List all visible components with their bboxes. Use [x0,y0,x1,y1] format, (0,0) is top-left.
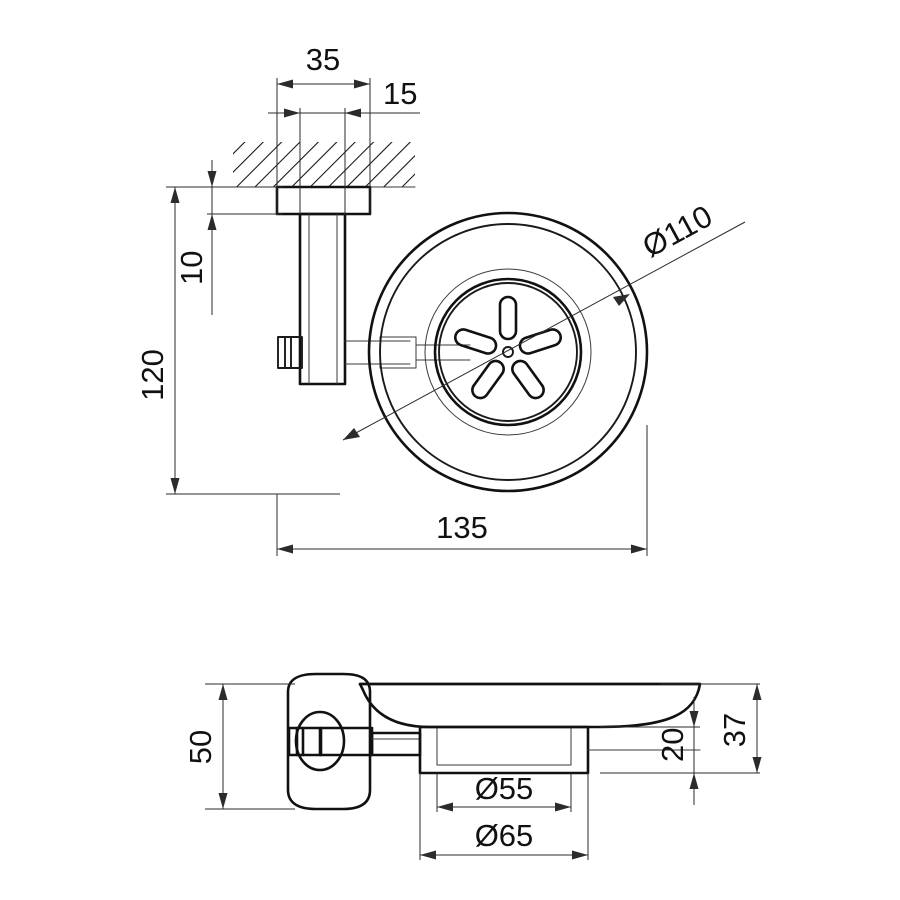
dim-label-120: 120 [135,349,170,401]
side-wall-bracket [286,672,372,811]
dimension-bracket-height-50: 50 [183,683,295,810]
dimension-bracket-width-35: 35 [276,42,371,215]
dim-label-135: 135 [436,510,488,545]
dim-label-15: 15 [383,76,417,111]
dimension-dish-base-height-20: 20 [600,697,760,805]
dim-label-10: 10 [174,251,209,285]
post-left-cap [277,336,303,369]
dim-label-35: 35 [306,42,340,77]
dimension-dish-outer-65: Ø65 [419,773,589,860]
dim-label-diameter-65: Ø65 [475,818,534,853]
dimension-total-height-120: 120 [135,186,340,495]
wall-section [232,142,416,188]
vertical-post [298,212,347,386]
front-view: 35 15 10 120 [135,42,746,556]
dimension-total-depth-135: 135 [276,425,648,556]
dimension-dish-inner-55: Ø55 [436,771,572,812]
dish-inner-plate [424,268,592,436]
dim-label-diameter-55: Ø55 [475,771,534,806]
dimension-flange-thickness-10: 10 [174,160,283,315]
dim-label-20: 20 [655,728,690,762]
side-view: 50 Ø55 Ø65 20 [183,672,762,860]
dish-outer-rings [367,211,649,493]
side-bracket-knuckle [287,710,374,772]
dim-label-50: 50 [183,730,218,764]
dim-label-37: 37 [717,713,752,747]
dimension-post-width-15: 15 [268,76,420,215]
dimension-dish-total-height-37: 37 [660,683,762,773]
